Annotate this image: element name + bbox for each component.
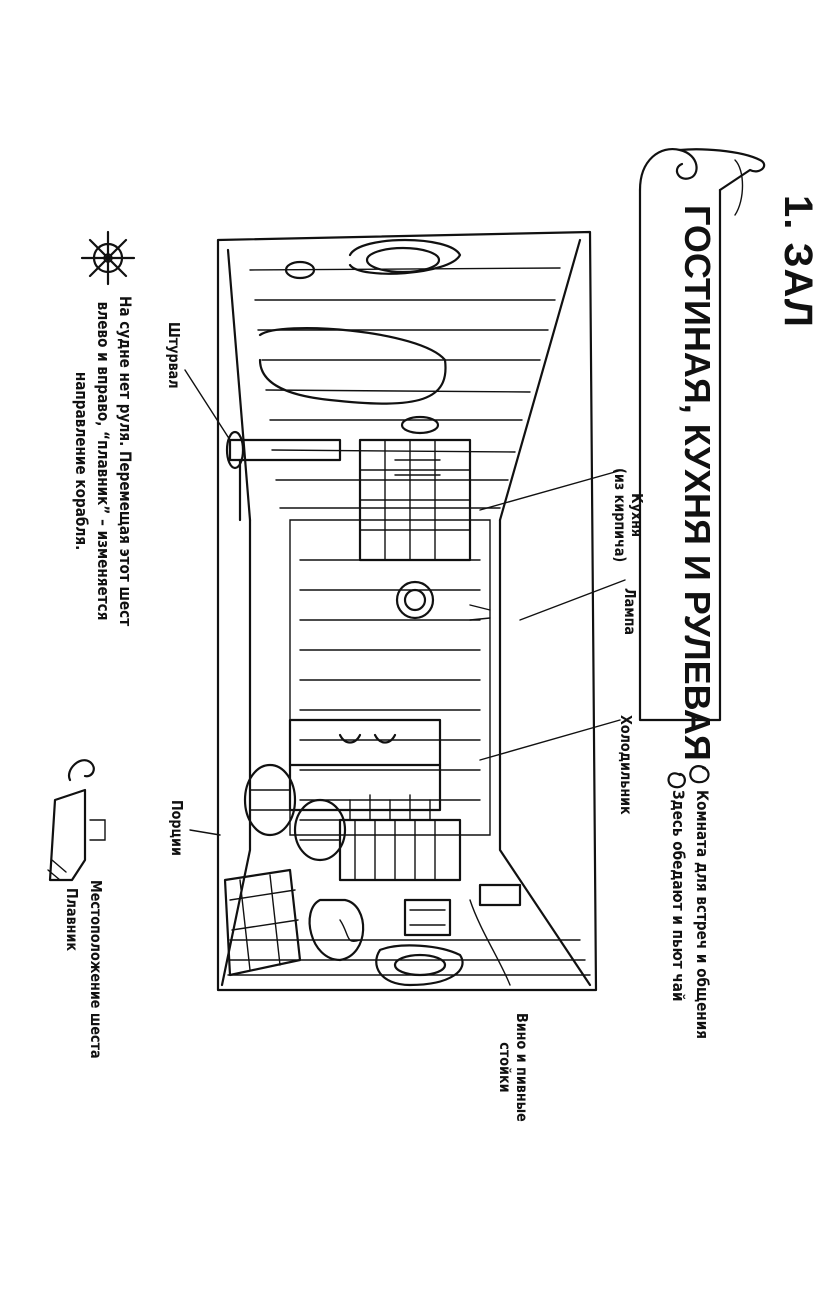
callout-kitchen-line1: Кухня <box>628 493 646 538</box>
bullet-dining: Здесь обедают и пьют чай <box>669 790 688 1002</box>
note-line-1: На судне нет руля. Перемещая этот шест <box>116 296 135 627</box>
chapter-number: 1. <box>776 195 820 231</box>
fin-label: Плавник <box>63 888 81 952</box>
pole-location-label: Местоположение шеста <box>87 880 105 1059</box>
floor-hatch <box>375 883 522 987</box>
note-line-2: влево и вправо, “плавник” – изменяется <box>94 301 113 621</box>
callout-fridge: Холодильник <box>617 715 635 815</box>
floor-planks <box>227 939 591 976</box>
banner-title: ГОСТИНАЯ, КУХНЯ И РУЛЕВАЯ <box>677 205 718 761</box>
scroll-banner <box>638 147 766 722</box>
helm <box>225 430 342 522</box>
chapter-name: ЗАЛ <box>776 242 820 328</box>
brick-kitchen <box>358 438 472 562</box>
fridge <box>288 718 442 812</box>
chapter-heading: 1. ЗАЛ <box>775 195 820 328</box>
callout-lamp: Лампа <box>621 588 639 636</box>
callout-wine-line1: Вино и пивные <box>513 1013 531 1122</box>
leader-lines <box>184 369 626 986</box>
callout-wine-line2: стойки <box>496 1042 514 1093</box>
note-line-3: направление корабля. <box>72 371 91 551</box>
ship-wheel-icon <box>80 230 136 286</box>
callout-portions: Порции <box>168 800 186 856</box>
callout-wine-racks: Вино и пивные стойки <box>496 1013 531 1122</box>
steering-note: На судне нет руля. Перемещая этот шест в… <box>70 296 136 626</box>
room-outline <box>216 230 598 992</box>
callout-helm: Штурвал <box>165 322 183 389</box>
callout-kitchen: Кухня (из кирпича) <box>611 468 646 563</box>
pole-fin-diagram <box>47 759 106 882</box>
ceiling-hatch <box>258 238 462 435</box>
porthole <box>395 580 491 621</box>
wine-rack <box>338 794 462 882</box>
ceiling-planks <box>249 267 561 509</box>
spiral-bullet-icon <box>667 765 710 789</box>
bullet-meeting-room: Комната для встреч и общения <box>693 790 712 1039</box>
callout-kitchen-line2: (из кирпича) <box>611 468 629 563</box>
